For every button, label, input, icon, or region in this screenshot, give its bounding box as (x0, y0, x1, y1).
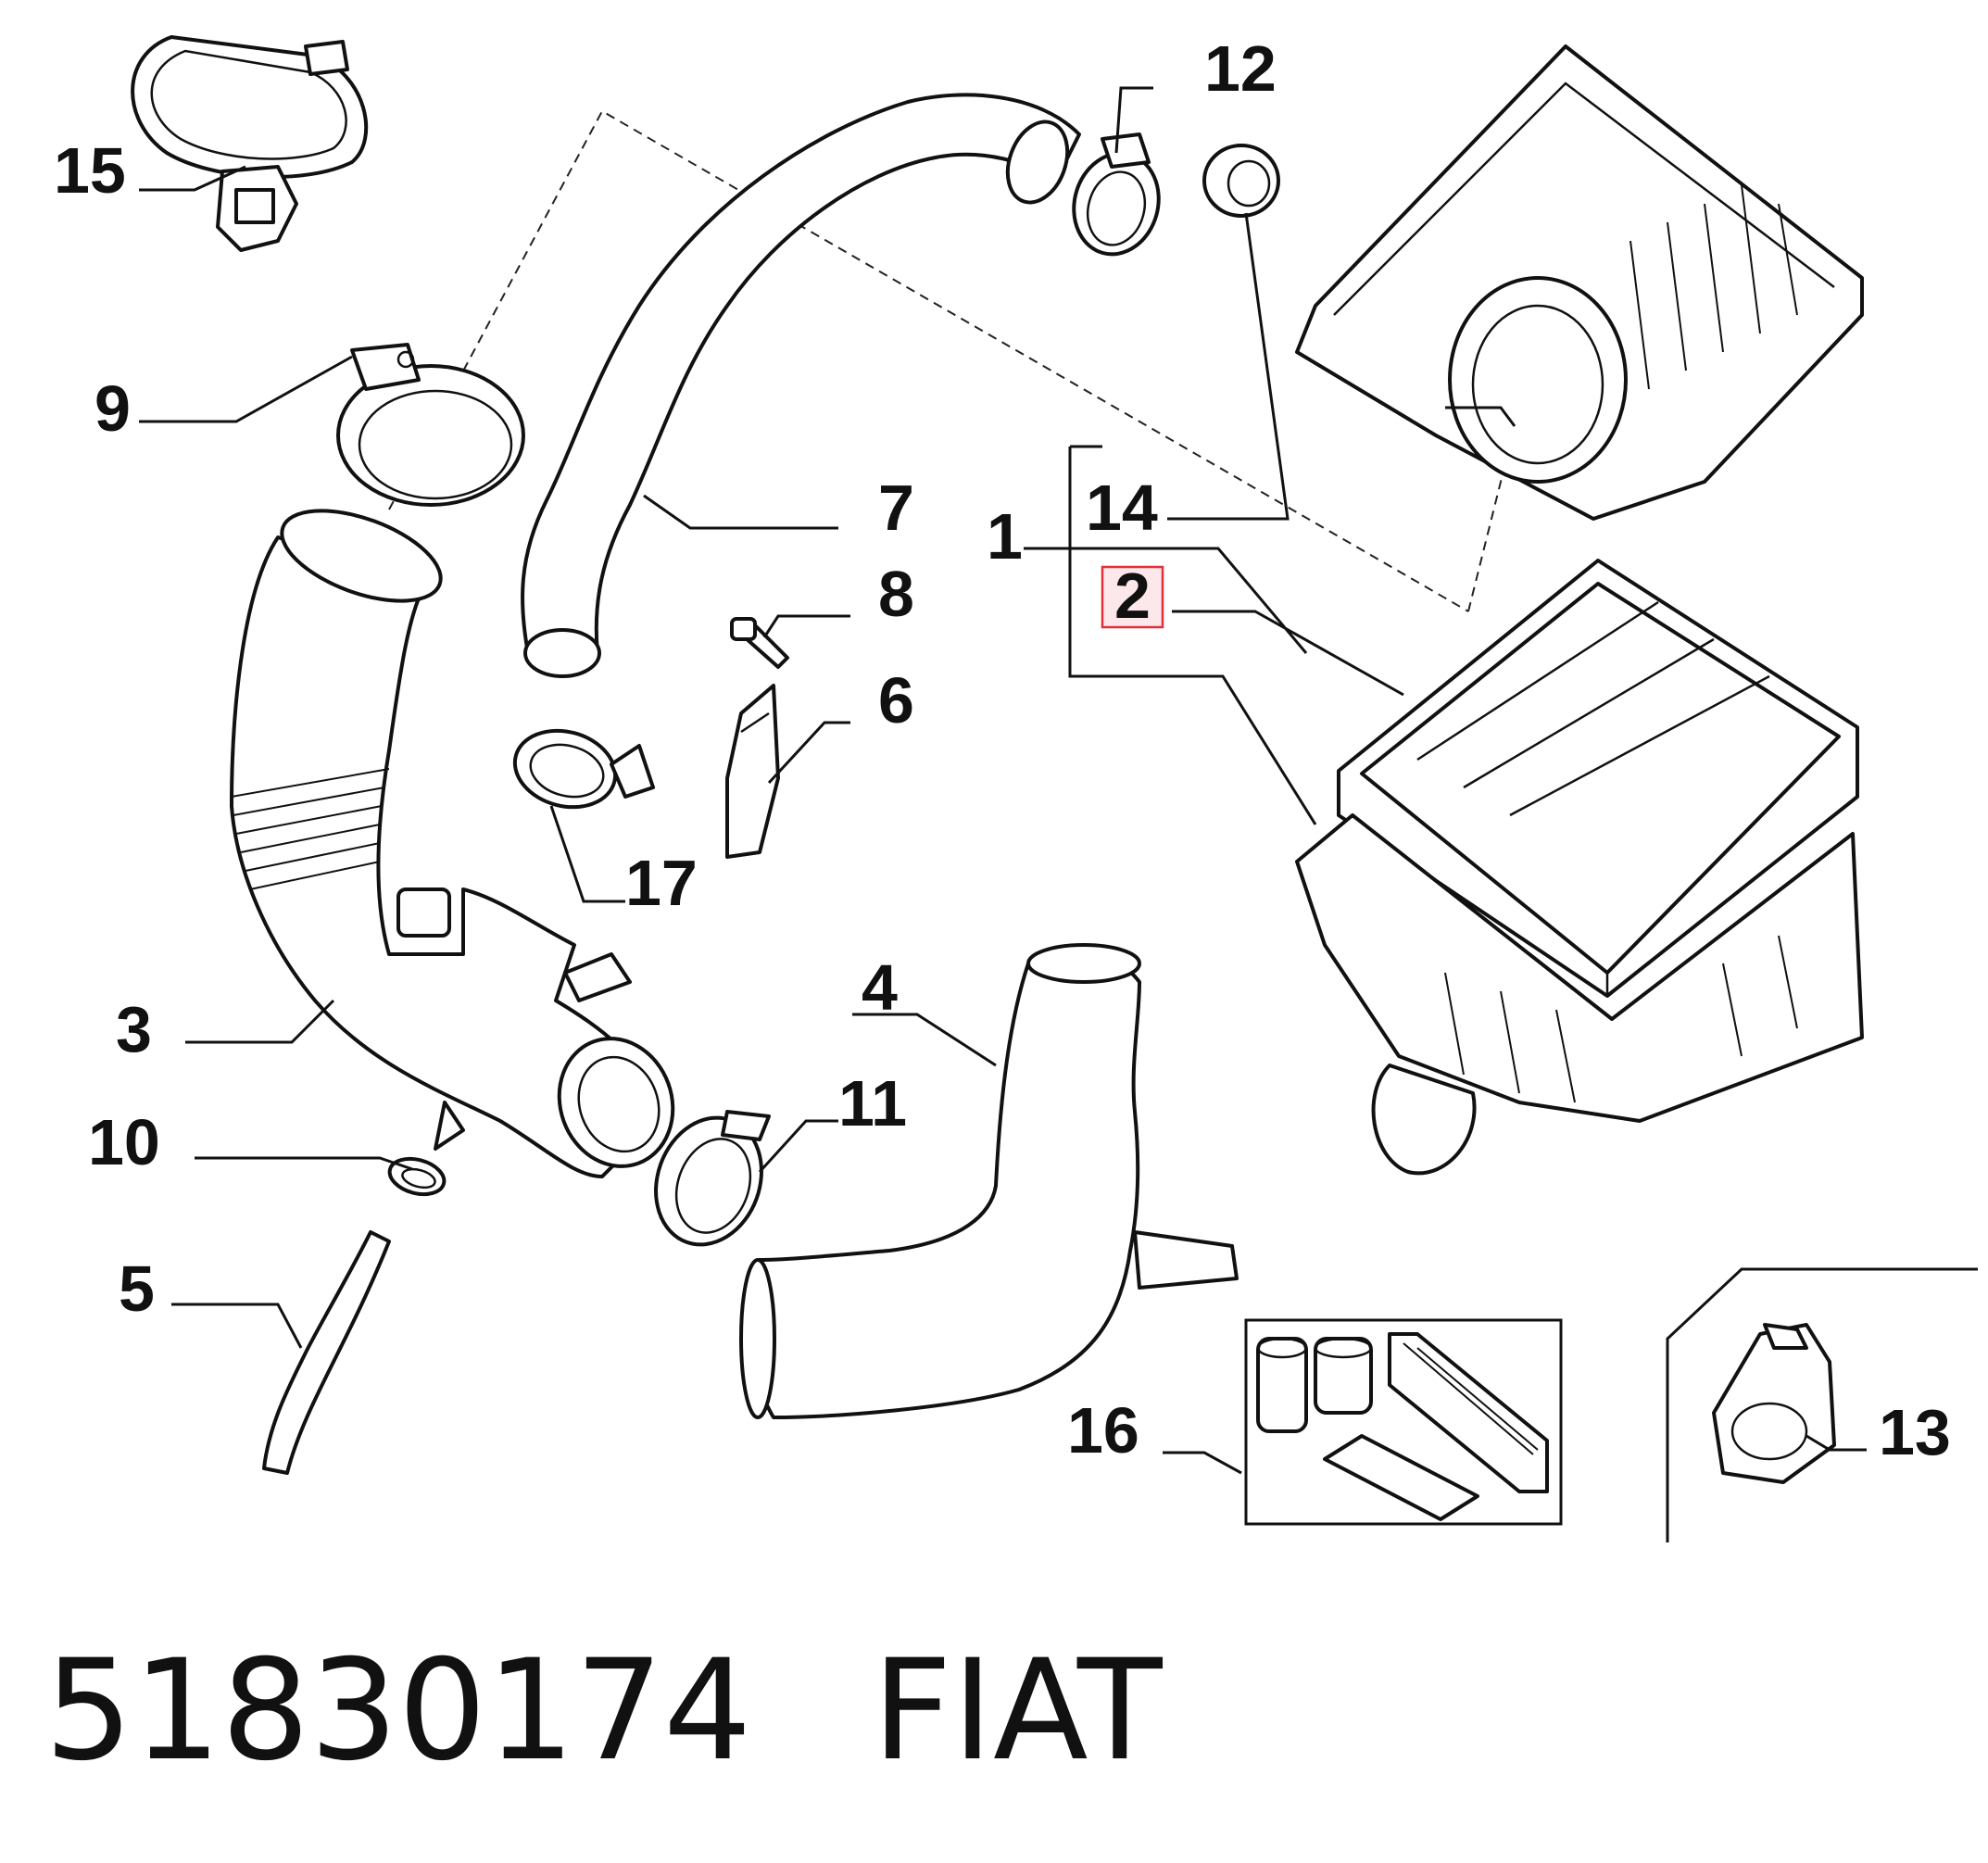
callout-4: 4 (862, 951, 898, 1024)
callout-8: 8 (878, 558, 914, 630)
part-12-clamp (1072, 132, 1161, 257)
callout-9: 9 (94, 372, 131, 445)
callout-17: 17 (625, 847, 698, 919)
footer-caption: 51830174 FIAT (44, 1630, 1163, 1792)
callout-2: 2 (1114, 560, 1151, 632)
part-17-clamp (512, 728, 655, 810)
callout-1: 1 (987, 500, 1023, 573)
callout-15: 15 (54, 134, 126, 207)
part-7-upper-hose (521, 93, 1081, 678)
part-13-clip (1666, 1267, 1978, 1542)
callout-labels: 15 9 3 10 5 12 14 1 2 7 8 6 17 4 11 16 1… (54, 32, 1951, 1468)
part-4-lower-duct (739, 943, 1239, 1419)
callout-12: 12 (1204, 32, 1277, 105)
part-9-hose-clamp (336, 343, 525, 507)
part-number: 51830174 (44, 1630, 752, 1792)
part-10-small-clamp (387, 1156, 447, 1197)
part-5-small-hose (262, 1230, 391, 1475)
callout-5: 5 (119, 1252, 155, 1325)
callout-7: 7 (878, 472, 914, 544)
part-14-grommet (1202, 144, 1280, 218)
callout-11: 11 (838, 1067, 907, 1139)
callout-3: 3 (116, 993, 152, 1065)
part-11-clamp (654, 1110, 771, 1247)
air-box-cover (1295, 44, 1864, 521)
callout-14: 14 (1086, 472, 1158, 544)
part-15-cable-clip (131, 35, 369, 252)
brand-name: FIAT (872, 1630, 1163, 1792)
air-box-housing (1295, 813, 1864, 1176)
part-8-screw (730, 617, 789, 669)
part-16-service-kit (1244, 1318, 1563, 1526)
leader-lines (139, 86, 1867, 1475)
callout-6: 6 (878, 664, 914, 736)
part-2-air-filter (1337, 559, 1859, 998)
part-3-intake-duct (230, 509, 675, 1178)
callout-10: 10 (88, 1106, 160, 1178)
part-6-bracket (725, 684, 780, 859)
callout-13: 13 (1879, 1396, 1951, 1468)
callout-16: 16 (1067, 1394, 1139, 1466)
callout-2-highlight: 2 (1101, 560, 1164, 632)
